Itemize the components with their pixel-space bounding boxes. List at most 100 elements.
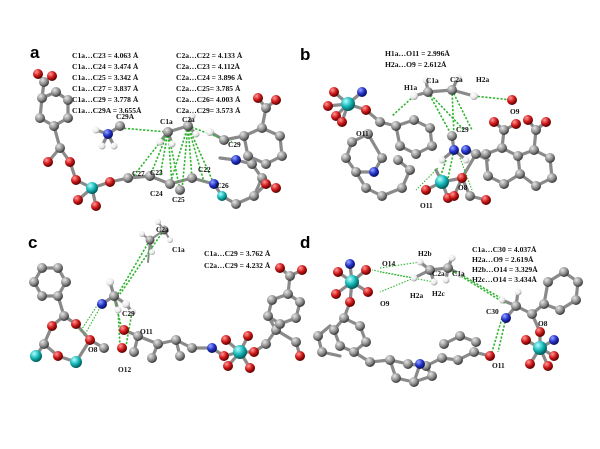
hydrogen-atom (149, 249, 155, 255)
hydrogen-atom (206, 128, 214, 136)
oxygen-atom (457, 173, 467, 183)
carbon-atom (427, 371, 437, 381)
atom-label: C24 (150, 189, 163, 198)
hydrogen-atom (188, 112, 196, 120)
nitrogen-atom (209, 179, 219, 189)
atom-label: C30 (486, 307, 499, 316)
carbon-atom (547, 173, 557, 183)
molecule-a: C1a C2a C29A C29 C27 C23 C22 C24 C25 C26 (33, 69, 287, 211)
carbon-atom (99, 343, 109, 353)
carbon-atom (261, 159, 271, 169)
metal-atom (30, 350, 42, 362)
nitrogen-atom (461, 145, 471, 155)
carbon-atom (261, 339, 271, 349)
metal-atom (70, 356, 82, 368)
distance-label: C2a…C26= 4.003 Å (176, 95, 241, 104)
oxygen-atom (521, 335, 531, 345)
carbon-atom (397, 183, 407, 193)
panel-letter-c: c (28, 233, 37, 252)
hydrogen-atom (430, 278, 438, 286)
carbon-atom (163, 127, 173, 137)
carbon-atom (329, 325, 339, 335)
carbon-atom (339, 313, 349, 323)
distance-label: C1a…C29A = 3.655Å (72, 106, 142, 115)
carbon-atom (183, 121, 193, 131)
carbon-atom (529, 145, 539, 155)
nitrogen-atom (231, 155, 241, 165)
hydrogen-atom (167, 237, 173, 243)
carbon-atom (55, 143, 65, 153)
carbon-atom (545, 153, 555, 163)
distance-label: H2c…O14 = 3.434Å (472, 275, 537, 284)
carbon-atom (153, 339, 163, 349)
carbon-atom (277, 151, 287, 161)
hydrogen-atom (128, 308, 136, 316)
carbon-atom (465, 191, 475, 201)
oxygen-atom (249, 347, 259, 357)
carbon-atom (347, 137, 357, 147)
distance-list-a-left: C1a…C23 = 4.063 Å C1a…C24 = 3.474 Å C1a…… (72, 51, 142, 115)
carbon-atom (365, 357, 375, 367)
carbon-atom (335, 341, 345, 351)
metal-atom (233, 345, 247, 359)
carbon-atom (555, 305, 565, 315)
carbon-atom (363, 129, 373, 139)
carbon-atom (275, 131, 285, 141)
panel-c: c C1a…C29 = 3.762 Å C2a…C29 = 4.232 Å (28, 219, 307, 374)
carbon-atom (247, 159, 257, 169)
carbon-atom (443, 263, 453, 273)
atom-label: O11 (420, 201, 433, 210)
distance-label: C1a…C25 = 3.342 Å (72, 73, 139, 82)
carbon-atom (409, 115, 419, 125)
hydrogen-atom (422, 76, 430, 84)
distance-label: H2a…O9 = 2.612Å (385, 60, 447, 69)
carbon-atom (409, 377, 419, 387)
atom-label: O12 (118, 365, 131, 374)
oxygen-atom (489, 117, 499, 127)
carbon-atom (543, 277, 553, 287)
metal-atom (345, 275, 359, 289)
distance-label: C1a…C29 = 3.778 Å (72, 95, 139, 104)
carbon-atom (267, 295, 277, 305)
nitrogen-atom (357, 87, 367, 97)
hydrogen-atom (448, 254, 456, 262)
carbon-atom (37, 263, 47, 273)
carbon-atom (391, 373, 401, 383)
carbon-atom (559, 267, 569, 277)
carbon-atom (499, 125, 509, 135)
atom-label: C23 (150, 168, 163, 177)
oxygen-atom (337, 117, 347, 127)
carbon-atom (133, 331, 143, 341)
oxygen-atom (243, 331, 253, 341)
atom-label: C29 (456, 125, 469, 134)
atom-label: C29A (116, 112, 135, 121)
carbon-atom (239, 131, 249, 141)
carbon-atom (317, 347, 327, 357)
carbon-atom (527, 309, 537, 319)
distance-label: C2a…C29= 3.573 Å (176, 106, 241, 115)
carbon-atom (539, 299, 549, 309)
atom-label: O8 (538, 319, 548, 328)
carbon-atom (425, 123, 435, 133)
atom-label: H2a (410, 291, 423, 300)
oxygen-atom (323, 101, 333, 111)
carbon-atom (219, 135, 229, 145)
carbon-atom (115, 121, 125, 131)
atom-label: C2a (156, 225, 169, 234)
hydrogen-atom (442, 276, 450, 284)
metal-atom (217, 191, 227, 201)
carbon-atom (37, 291, 47, 301)
carbon-atom (411, 149, 421, 159)
oxygen-atom (295, 351, 305, 361)
carbon-atom (469, 347, 479, 357)
atom-label: C29 (122, 309, 135, 318)
carbon-atom (285, 271, 295, 281)
atom-label: O8 (88, 345, 98, 354)
oxygen-atom (119, 325, 129, 335)
oxygen-atom (271, 95, 281, 105)
distance-label: C2a…C22 = 4.133 Å (176, 51, 243, 60)
panel-letter-b: b (300, 45, 310, 64)
carbon-atom (361, 183, 371, 193)
atom-label: O11 (356, 129, 369, 138)
